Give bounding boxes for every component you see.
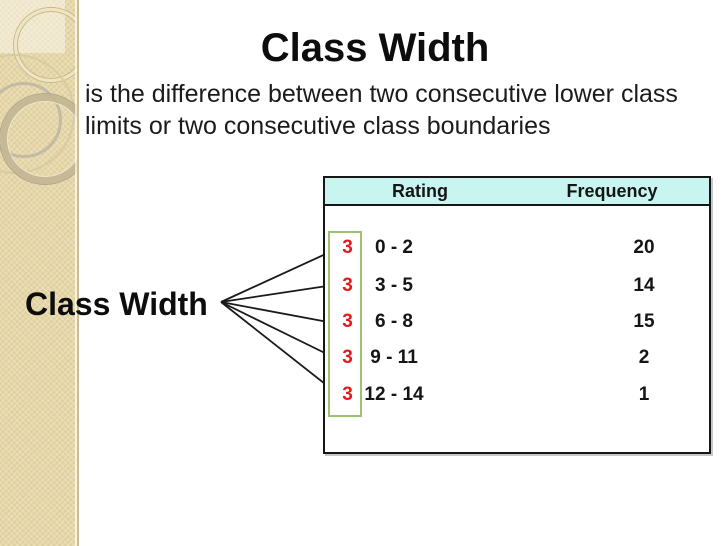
rating-cell: 12 - 14	[364, 384, 424, 405]
table-row: 3 6 - 8 15	[325, 310, 709, 334]
frequency-cell: 14	[633, 275, 655, 296]
class-width-value: 3	[342, 311, 353, 332]
rating-cell: 9 - 11	[370, 347, 418, 368]
class-width-value: 3	[342, 275, 353, 296]
table-row: 3 3 - 5 14	[325, 274, 709, 298]
rating-cell: 0 - 2	[374, 237, 414, 258]
callout-line-5	[220, 301, 335, 392]
column-header-frequency: Frequency	[566, 181, 658, 201]
table-row: 3 0 - 2 20	[325, 236, 709, 260]
callout-line-3	[220, 301, 329, 323]
sidebar-decoration	[0, 0, 79, 546]
class-width-highlight-box	[328, 231, 362, 417]
definition-line-1: is the difference between two consecutiv…	[85, 80, 678, 108]
definition-text: is the difference between two consecutiv…	[85, 78, 678, 142]
rating-cell: 3 - 5	[374, 275, 414, 296]
table-row: 3 9 - 11 2	[325, 346, 709, 370]
class-width-value: 3	[342, 347, 353, 368]
frequency-cell: 2	[638, 347, 650, 368]
rating-cell: 6 - 8	[374, 311, 414, 332]
column-header-rating: Rating	[392, 181, 448, 201]
decorative-ring-low-icon	[0, 94, 77, 184]
class-width-value: 3	[342, 384, 353, 405]
class-width-label: Class Width	[25, 286, 208, 322]
callout-line-1	[220, 251, 331, 303]
table-header-row: Rating Frequency	[325, 178, 709, 206]
frequency-cell: 1	[638, 384, 650, 405]
page-title: Class Width	[260, 26, 490, 70]
callout-line-4	[220, 301, 332, 357]
table-row: 3 12 - 14 1	[325, 383, 709, 407]
frequency-table: Rating Frequency 3 0 - 2 20 3 3 - 5 14 3…	[323, 176, 711, 454]
class-width-value: 3	[342, 237, 353, 258]
definition-line-2: limits or two consecutive class boundari…	[85, 112, 551, 140]
callout-line-2	[220, 285, 328, 303]
frequency-cell: 15	[633, 311, 655, 332]
frequency-cell: 20	[633, 237, 655, 258]
